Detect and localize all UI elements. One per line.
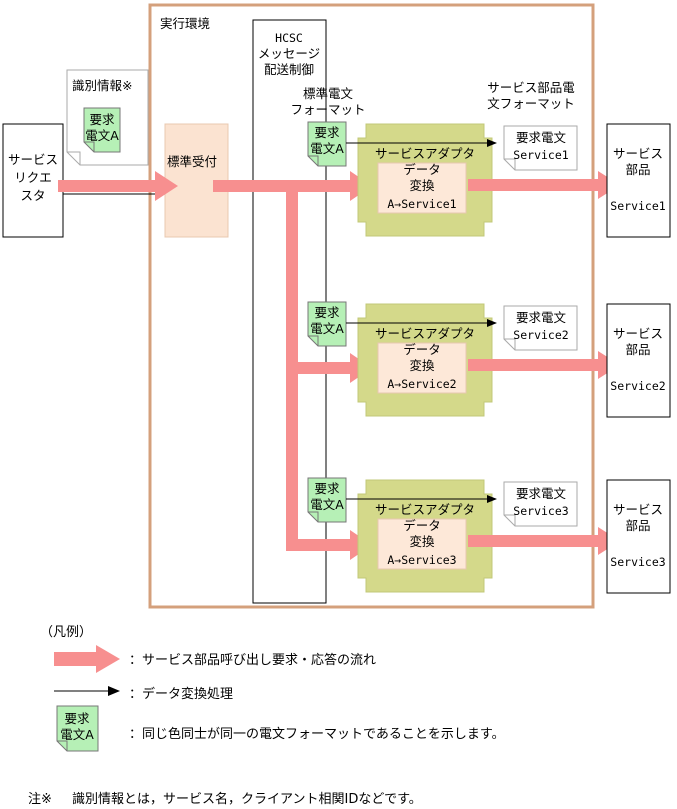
conversion-label-2-3: 変換 (409, 534, 435, 549)
flow-arrows (58, 171, 372, 560)
svg-text:Service1: Service1 (513, 148, 568, 162)
legend-conversion-arrow-icon (54, 686, 120, 696)
reception-label: 標準受付 (167, 154, 217, 169)
conversion-label-3-2: A→Service2 (387, 377, 456, 391)
service-format-label-1: サービス部品電 (487, 80, 575, 95)
conversion-label-1-3: データ (403, 518, 441, 533)
requester-label-1: サービス (8, 152, 58, 167)
svg-text:電文A: 電文A (85, 128, 119, 143)
service-requester-box (2, 123, 64, 238)
service-format-label-2: 文フォーマット (487, 96, 575, 111)
service-part-box-1 (606, 123, 671, 238)
svg-text:電文A: 電文A (310, 141, 344, 156)
request-message-service-1: 要求電文 Service1 (503, 125, 578, 171)
data-conversion-box-3 (377, 518, 467, 570)
svg-text:Service2: Service2 (513, 328, 568, 342)
standard-format-label-2: フォーマット (290, 102, 365, 117)
conversion-label-1-1: データ (403, 162, 441, 177)
service-part-label-1-1: サービス (613, 146, 663, 161)
service-part-label-3-2: Service2 (610, 379, 665, 393)
adapter-title-3: サービスアダプタ (375, 502, 475, 517)
conversion-label-2-2: 変換 (409, 358, 435, 373)
svg-text:要求: 要求 (314, 305, 340, 320)
hcsc-label-1: HCSC (275, 31, 303, 45)
svg-text:要求電文: 要求電文 (516, 486, 567, 501)
conversion-label-2-1: 変換 (409, 178, 435, 193)
requester-label-2: リクエ (14, 170, 52, 185)
flow-arrow-adapter-to-part-3 (468, 527, 620, 555)
adapter-title-2: サービスアダプタ (375, 326, 475, 341)
service-part-label-1-3: サービス (613, 502, 663, 517)
svg-text:Service3: Service3 (513, 504, 568, 518)
svg-text:要求電文: 要求電文 (516, 310, 567, 325)
svg-text:電文A: 電文A (310, 321, 344, 336)
service-part-label-3-3: Service3 (610, 555, 665, 569)
request-message-service-3: 要求電文 Service3 (503, 481, 578, 527)
svg-text:要求: 要求 (314, 125, 340, 140)
service-part-label-2-3: 部品 (625, 518, 650, 533)
svg-text:要求: 要求 (89, 112, 115, 127)
legend-flow-text: ：サービス部品呼び出し要求・応答の流れ (129, 653, 377, 668)
requester-label-3: スタ (20, 188, 45, 203)
svg-text:電文A: 電文A (310, 497, 344, 512)
service-part-label-3-1: Service1 (610, 199, 665, 213)
svg-text:電文A: 電文A (60, 727, 94, 742)
conversion-label-3-3: A→Service3 (387, 553, 456, 567)
adapter-title-1: サービスアダプタ (375, 146, 475, 161)
service-part-box-2 (606, 303, 671, 418)
flow-arrow-reception-to-hcsc (213, 171, 372, 560)
service-part-label-2-2: 部品 (625, 342, 650, 357)
identification-label: 識別情報※ (72, 78, 132, 93)
legend-title: （凡例） (40, 625, 93, 640)
footnote-mark: 注※ (28, 792, 52, 807)
footnote-text: 識別情報とは，サービス名，クライアント相関IDなどです。 (72, 792, 422, 807)
legend-flow-arrow-icon (54, 645, 120, 673)
service-part-label-1-2: サービス (613, 326, 663, 341)
svg-text:要求電文: 要求電文 (516, 130, 567, 145)
legend-conversion-text: ：データ変換処理 (129, 687, 234, 702)
service-part-label-2-1: 部品 (625, 162, 650, 177)
runtime-label: 実行環境 (160, 16, 210, 31)
legend-color-note: ：同じ色同士が同一の電文フォーマットであることを示します。 (129, 727, 505, 742)
conversion-label-3-1: A→Service1 (387, 197, 456, 211)
request-message-service-2: 要求電文 Service2 (503, 305, 578, 351)
flow-arrow-adapter-to-part-1 (468, 171, 620, 199)
request-message-icon: 要求 電文A (83, 107, 121, 153)
runtime-frame (148, 3, 595, 609)
svg-text:要求: 要求 (314, 481, 340, 496)
hcsc-label-2: メッセージ (258, 46, 320, 61)
data-conversion-box-1 (377, 162, 467, 214)
svg-text:要求: 要求 (64, 711, 90, 726)
standard-format-label-1: 標準電文 (303, 86, 354, 101)
service-part-box-3 (606, 479, 671, 594)
flow-arrow-requester-to-reception (58, 171, 178, 201)
conversion-label-1-2: データ (403, 342, 441, 357)
legend-message-icon: 要求 電文A (56, 705, 99, 752)
hcsc-label-3: 配送制御 (264, 62, 314, 77)
flow-arrow-adapter-to-part-2 (468, 351, 620, 379)
data-conversion-box-2 (377, 342, 467, 394)
